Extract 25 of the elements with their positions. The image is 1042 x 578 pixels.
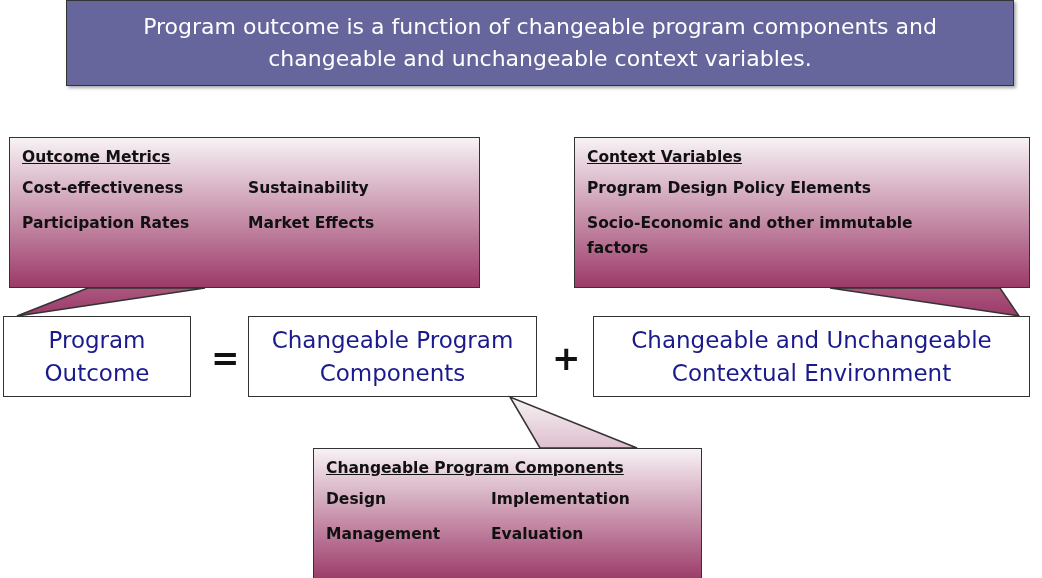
callout-heading: Changeable Program Components bbox=[326, 459, 625, 477]
callout-item: Implementation bbox=[491, 489, 631, 510]
term-text: Changeable and Unchangeable Contextual Environment bbox=[630, 325, 993, 388]
callout-heading: Outcome Metrics bbox=[22, 148, 172, 166]
term-box bbox=[248, 316, 537, 397]
callout-item: Management bbox=[326, 524, 442, 545]
term-box bbox=[3, 316, 191, 397]
callout-item: Sustainability bbox=[248, 178, 370, 199]
callout-item: Market Effects bbox=[248, 213, 376, 234]
callout-item: Participation Rates bbox=[22, 213, 191, 234]
callout-pointer bbox=[16, 287, 206, 317]
callout-pointer bbox=[508, 395, 638, 449]
callout-pointer bbox=[829, 287, 1021, 317]
operator-sign: + bbox=[552, 341, 581, 375]
term-text: Changeable Program Components bbox=[270, 325, 515, 388]
term-text: Program Outcome bbox=[43, 325, 151, 388]
operator-sign: = bbox=[211, 341, 240, 375]
title-banner: Program outcome is a function of changeable program components and changeable and unchangeable context variables. bbox=[66, 0, 1014, 86]
term-box bbox=[593, 316, 1030, 397]
callout-item: Socio-Economic and other immutable factors bbox=[587, 213, 914, 259]
callout-item: Evaluation bbox=[491, 524, 585, 545]
callout-item: Cost-effectiveness bbox=[22, 178, 185, 199]
callout-item: Program Design Policy Elements bbox=[587, 178, 872, 199]
callout-heading: Context Variables bbox=[587, 148, 743, 166]
callout-item: Design bbox=[326, 489, 388, 510]
